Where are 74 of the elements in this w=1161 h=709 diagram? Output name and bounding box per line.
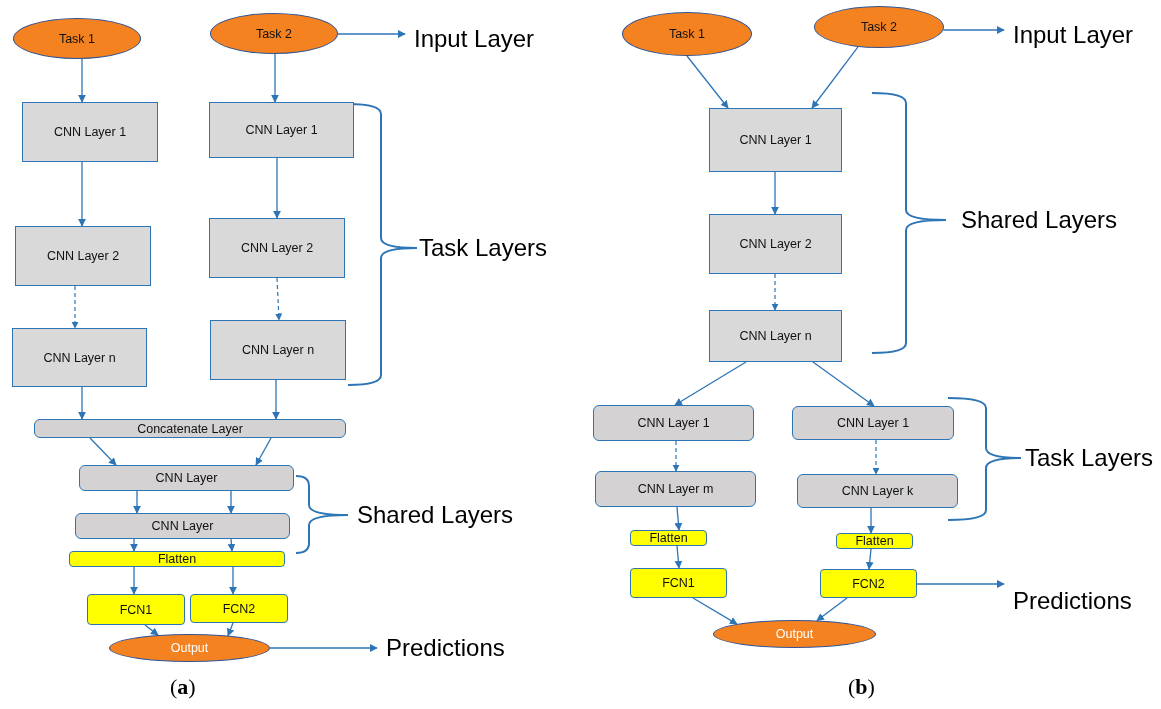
arrow <box>272 379 280 420</box>
input-ellipse: Task 1 <box>13 18 141 59</box>
arrow <box>89 437 117 466</box>
layer-box: CNN Layer 2 <box>15 226 151 286</box>
layer-box: Flatten <box>836 533 913 549</box>
arrow <box>811 46 859 109</box>
arrow <box>78 386 86 420</box>
arrow <box>269 644 378 652</box>
layer-box: CNN Layer 1 <box>22 102 158 162</box>
layer-label: Predictions <box>377 633 527 663</box>
output-ellipse: Output <box>713 620 876 648</box>
layer-box: FCN2 <box>820 569 917 598</box>
arrow <box>674 506 683 531</box>
layer-box: CNN Layer 1 <box>209 102 354 158</box>
arrow <box>133 490 141 514</box>
input-ellipse: Task 2 <box>210 13 338 54</box>
bracket-label: Task Layers <box>1025 444 1154 472</box>
layer-box: Flatten <box>630 530 707 546</box>
panel-caption: (a) <box>170 674 196 700</box>
arrow <box>867 507 875 534</box>
arrow <box>674 545 683 569</box>
layer-box: FCN1 <box>630 568 727 598</box>
arrow <box>255 437 272 466</box>
layer-label: Predictions <box>1004 586 1154 616</box>
arrow <box>71 285 79 329</box>
arrow <box>337 30 406 38</box>
layer-box: CNN Layer 2 <box>709 214 842 274</box>
layer-box: CNN Layer n <box>12 328 147 387</box>
arrow <box>229 566 237 595</box>
layer-box: CNN Layer 1 <box>709 108 842 172</box>
layer-box: Concatenate Layer <box>34 419 346 438</box>
layer-box: CNN Layer k <box>797 474 958 508</box>
layer-label: Input Layer <box>1004 20 1154 50</box>
layer-box: FCN2 <box>190 594 288 623</box>
layer-box: CNN Layer m <box>595 471 756 507</box>
arrow <box>674 361 747 406</box>
layer-box: CNN Layer 1 <box>593 405 754 441</box>
arrow <box>812 361 875 407</box>
arrow <box>692 597 738 625</box>
input-ellipse: Task 1 <box>622 12 752 56</box>
layer-label: Input Layer <box>405 24 563 54</box>
arrow <box>271 53 279 103</box>
layer-box: CNN Layer n <box>210 320 346 380</box>
arrow <box>275 277 283 321</box>
bracket-label: Shared Layers <box>961 206 1118 234</box>
layer-box: Flatten <box>69 551 285 567</box>
arrow <box>227 490 235 514</box>
arrow <box>672 440 680 472</box>
arrow <box>130 538 138 552</box>
arrow <box>771 273 779 311</box>
arrow <box>865 548 874 570</box>
arrow <box>144 624 159 636</box>
panel-caption: (b) <box>848 674 875 700</box>
arrow <box>130 566 138 595</box>
arrow <box>816 597 848 622</box>
bracket-label: Task Layers <box>419 234 548 262</box>
layer-box: CNN Layer 2 <box>209 218 345 278</box>
layer-box: CNN Layer 1 <box>792 406 954 440</box>
layer-box: CNN Layer n <box>709 310 842 362</box>
output-ellipse: Output <box>109 634 270 662</box>
arrow <box>942 26 1005 34</box>
arrow <box>227 538 236 552</box>
arrow <box>686 55 729 109</box>
layer-box: CNN Layer <box>79 465 294 491</box>
bracket-label: Shared Layers <box>357 501 514 529</box>
arrow <box>872 439 880 475</box>
layer-box: CNN Layer <box>75 513 290 539</box>
arrow <box>78 58 86 103</box>
arrow <box>78 161 86 227</box>
layer-box: FCN1 <box>87 594 185 625</box>
arrow <box>771 171 779 215</box>
input-ellipse: Task 2 <box>814 6 944 48</box>
arrow <box>916 580 1005 588</box>
arrow <box>273 157 281 219</box>
